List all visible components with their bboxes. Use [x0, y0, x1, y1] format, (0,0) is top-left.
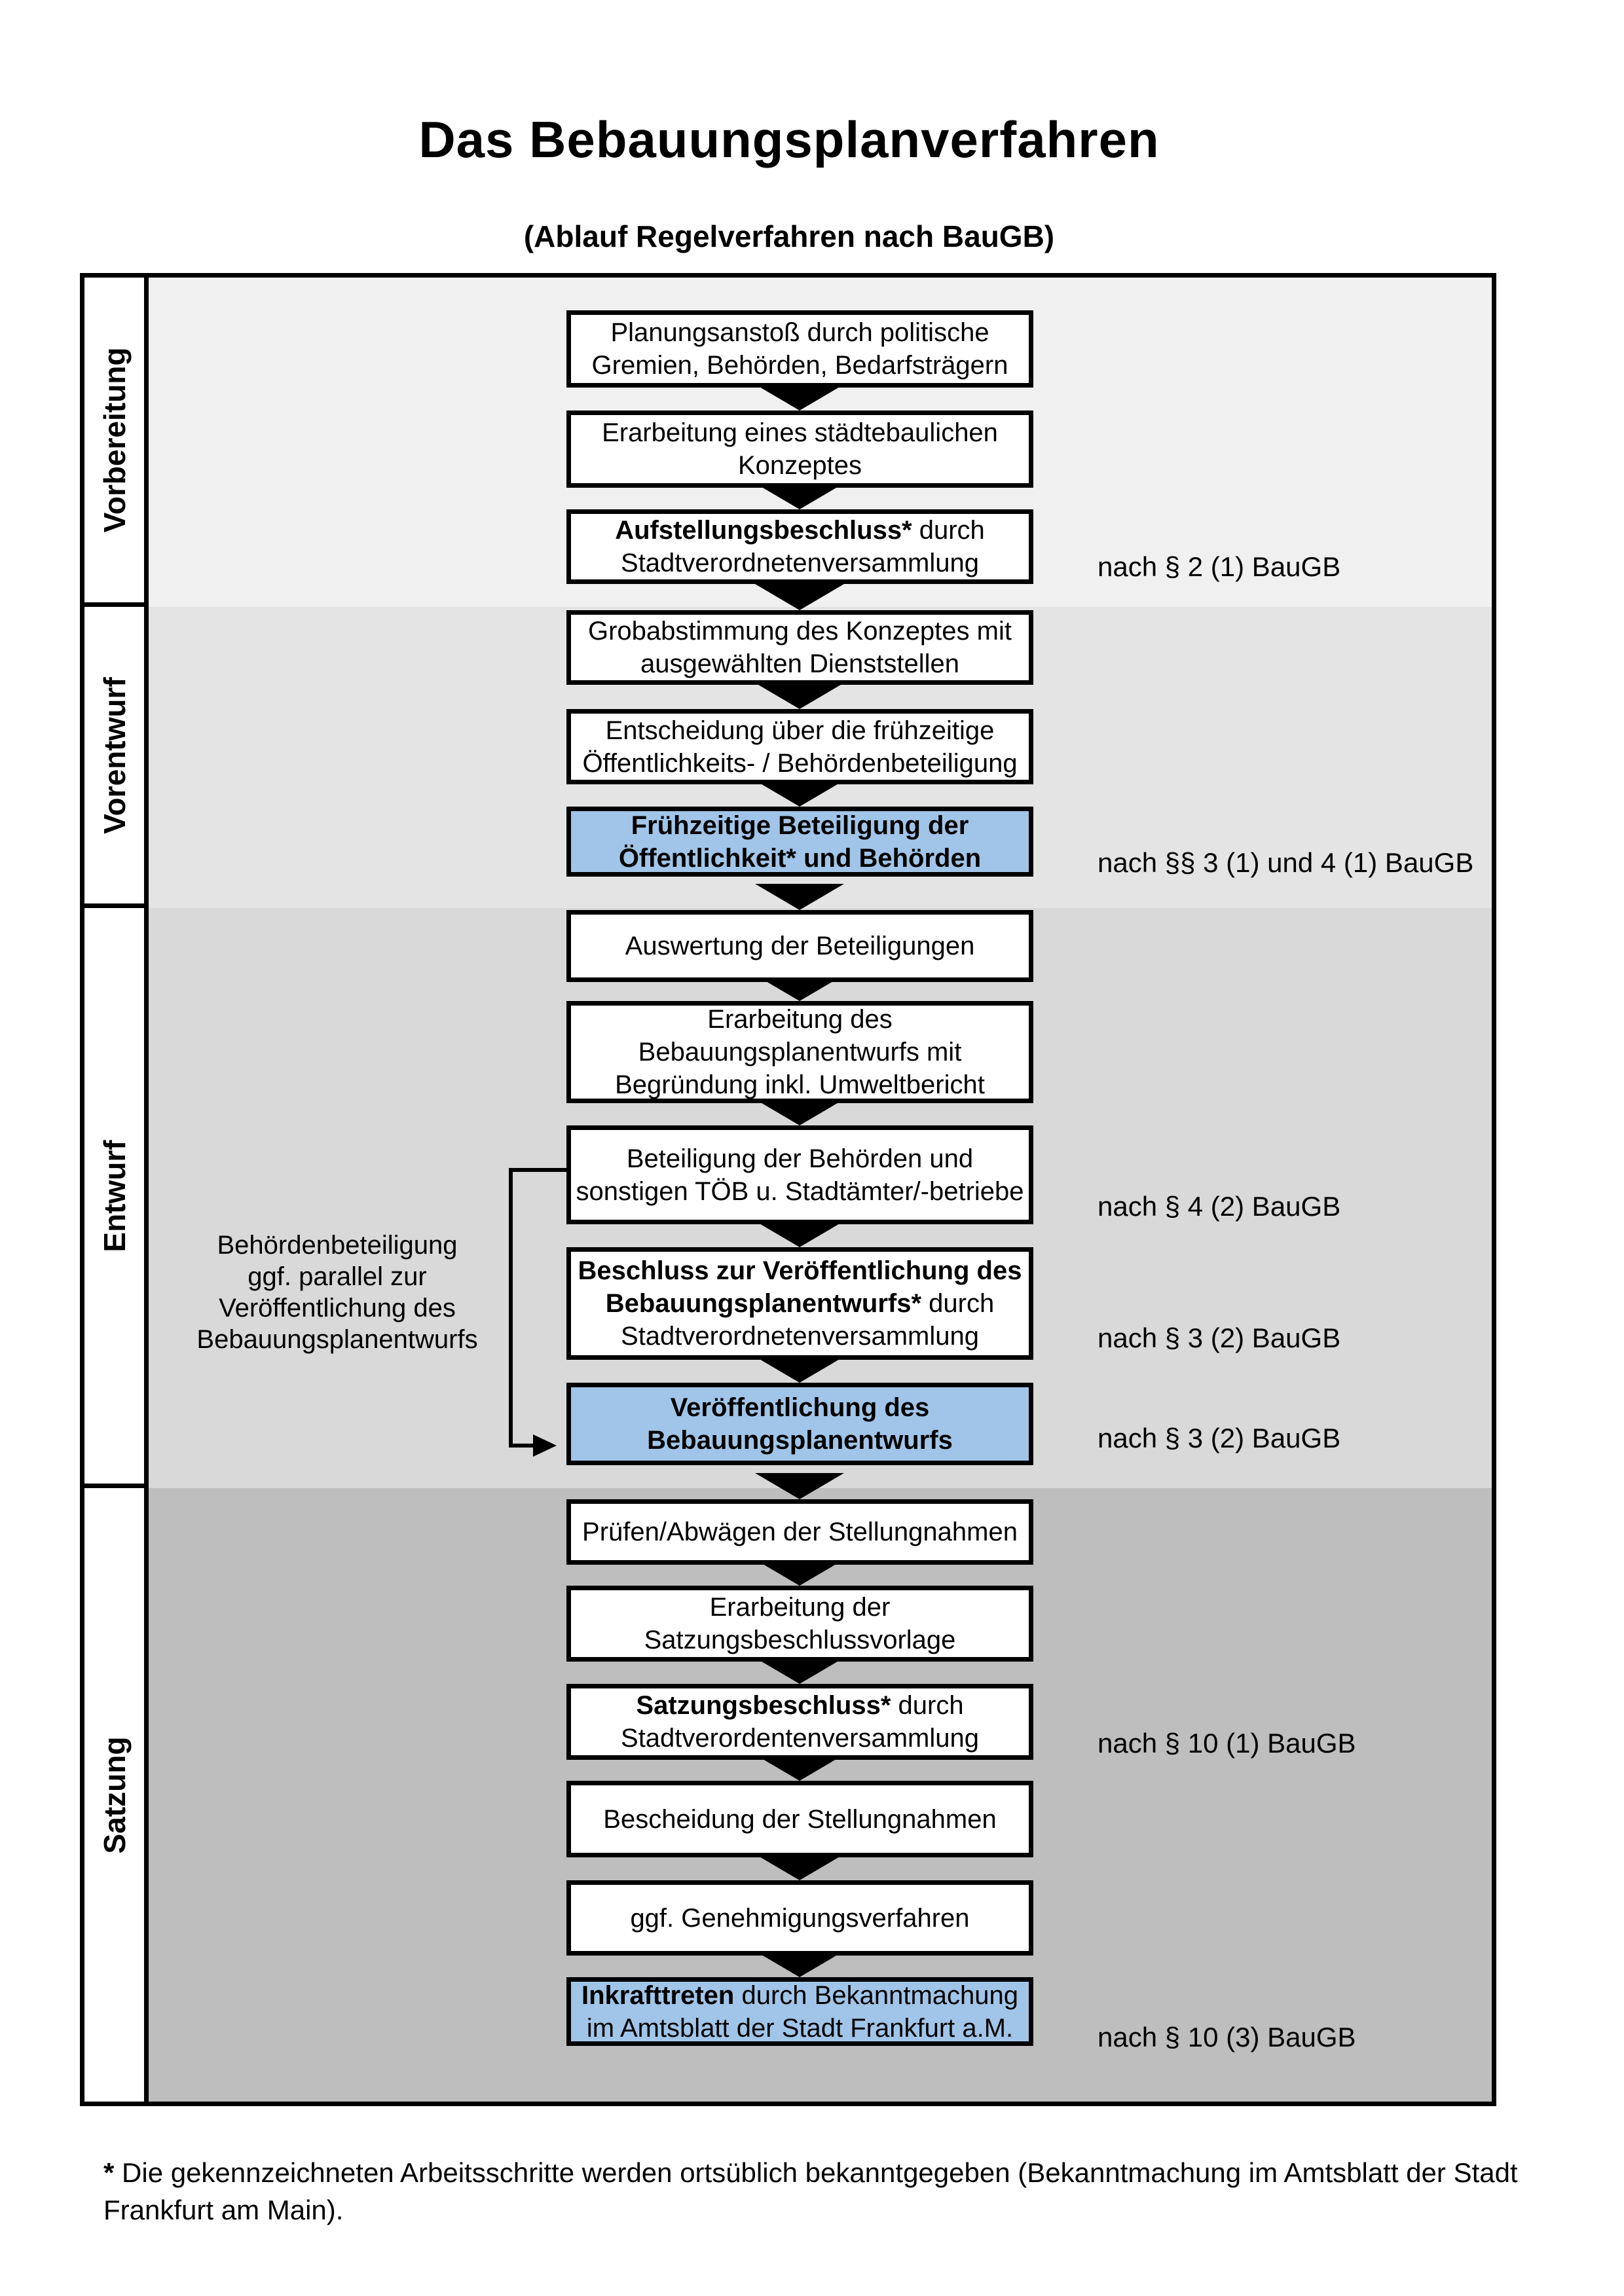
phase-cell-vorentwurf: Vorentwurf — [84, 607, 149, 908]
bracket-line-vertical — [509, 1168, 513, 1448]
down-arrow-icon — [755, 1658, 844, 1684]
down-arrow-icon — [755, 1099, 844, 1125]
law-reference-veroeffentlichung: nach § 3 (2) BauGB — [1098, 1423, 1341, 1453]
flow-box-pruefen-abwaegen: Prüfen/Abwägen der Stellungnahmen — [566, 1499, 1033, 1565]
flow-box-bescheidung: Bescheidung der Stellungnahmen — [566, 1781, 1033, 1857]
footnote: * Die gekennzeichneten Arbeitsschritte w… — [103, 2154, 1518, 2229]
bracket-line-bottom — [509, 1444, 535, 1448]
down-arrow-icon — [755, 584, 844, 610]
down-arrow-icon — [755, 1854, 844, 1880]
law-reference-fruehzeitige-beteiligung: nach §§ 3 (1) und 4 (1) BauGB — [1098, 847, 1474, 878]
down-arrow-icon — [755, 1357, 844, 1383]
down-arrow-icon — [755, 384, 844, 410]
footnote-marker: * — [103, 2157, 115, 2188]
down-arrow-icon — [755, 1221, 844, 1247]
law-reference-inkrafttreten: nach § 10 (3) BauGB — [1098, 2022, 1356, 2052]
law-reference-behoerdenbeteiligung: nach § 4 (2) BauGB — [1098, 1191, 1341, 1222]
flow-box-auswertung: Auswertung der Beteiligungen — [566, 910, 1033, 982]
phase-cell-entwurf: Entwurf — [84, 908, 149, 1488]
page-title: Das Bebauungsplanverfahren — [418, 111, 1160, 168]
bracket-line-top — [511, 1168, 566, 1172]
phase-label-satzung: Satzung — [97, 1736, 132, 1853]
down-arrow-icon — [755, 1473, 844, 1499]
flow-box-genehmigungsverfahren: ggf. Genehmigungsverfahren — [566, 1880, 1033, 1956]
footnote-text: Die gekennzeichneten Arbeitsschritte wer… — [103, 2157, 1518, 2225]
phase-label-vorbereitung: Vorbereitung — [97, 347, 132, 533]
down-arrow-icon — [755, 683, 844, 709]
phase-cell-satzung: Satzung — [84, 1488, 149, 2102]
law-reference-aufstellungsbeschluss: nach § 2 (1) BauGB — [1098, 551, 1341, 582]
phase-label-entwurf: Entwurf — [97, 1139, 132, 1252]
page-subtitle: (Ablauf Regelverfahren nach BauGB) — [523, 219, 1055, 253]
phase-label-vorentwurf: Vorentwurf — [97, 676, 132, 834]
down-arrow-icon — [755, 780, 844, 807]
law-reference-veroeffentlichungsbeschluss: nach § 3 (2) BauGB — [1098, 1322, 1341, 1353]
law-reference-satzungsbeschluss: nach § 10 (1) BauGB — [1098, 1728, 1356, 1758]
bracket-arrowhead-icon — [533, 1434, 557, 1457]
phase-cell-vorbereitung: Vorbereitung — [84, 278, 149, 607]
down-arrow-icon — [755, 884, 844, 910]
